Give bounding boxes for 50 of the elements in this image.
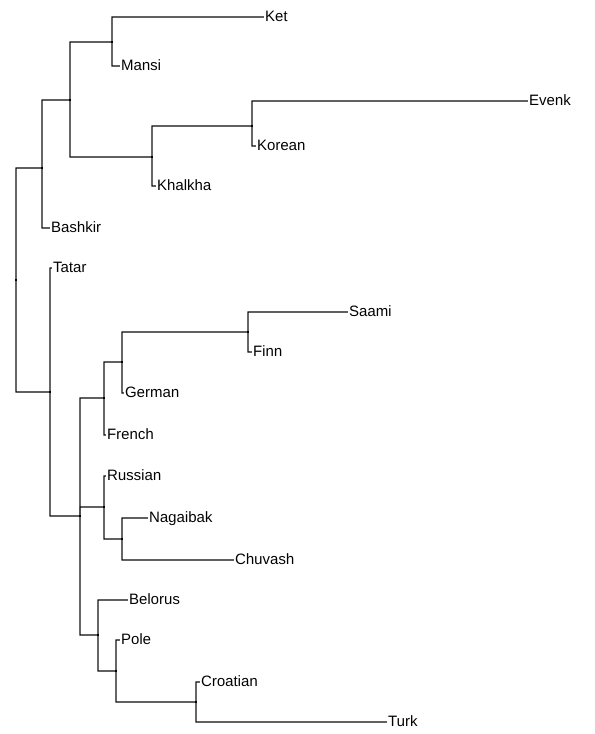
tree-branch — [151, 157, 156, 187]
leaf-label: Evenk — [528, 92, 572, 110]
tree-branch — [151, 125, 251, 157]
tree-branch — [49, 392, 79, 517]
tree-branch — [97, 599, 128, 635]
tree-branch — [111, 42, 120, 67]
leaf-label: Ket — [264, 8, 289, 26]
tree-branch — [195, 702, 387, 723]
tree-branch — [121, 362, 124, 394]
tree-branch — [103, 507, 121, 540]
tree-branch — [103, 475, 106, 507]
tree-branch — [79, 506, 103, 516]
tree-branch — [103, 361, 121, 398]
leaf-label: Russian — [106, 467, 162, 485]
tree-branch — [79, 516, 97, 636]
tree-branch — [41, 168, 50, 229]
leaf-label: Nagaibak — [148, 509, 214, 527]
leaf-label: Finn — [252, 343, 284, 361]
tree-branch — [115, 671, 195, 703]
leaf-label: Turk — [387, 713, 418, 731]
leaf-label: Bashkir — [50, 219, 102, 237]
tree-branch — [69, 41, 111, 100]
tree-branch — [251, 126, 256, 147]
tree-branch — [121, 539, 234, 561]
leaf-label: German — [124, 384, 180, 402]
leaf-label: French — [106, 426, 155, 444]
tree-branch — [121, 331, 247, 362]
leaf-label: Mansi — [120, 57, 162, 75]
leaf-label: Pole — [120, 631, 152, 649]
leaf-label: Tatar — [52, 259, 88, 277]
leaf-label: Saami — [348, 303, 393, 321]
tree-branch — [251, 100, 528, 126]
leaf-label: Korean — [256, 137, 306, 155]
tree-branch — [49, 267, 52, 392]
leaf-label: Chuvash — [234, 551, 296, 569]
tree-branch — [247, 332, 252, 353]
tree-branch — [41, 99, 69, 168]
tree-branch — [69, 100, 151, 158]
leaf-label: Croatian — [200, 673, 259, 691]
tree-branch — [15, 167, 41, 280]
tree-branch — [111, 16, 264, 42]
tree-branch — [121, 517, 148, 539]
leaf-label: Khalkha — [156, 177, 212, 195]
tree-branch — [15, 280, 49, 393]
tree-branch — [195, 681, 200, 702]
tree-branch — [103, 398, 106, 436]
tree-branch — [97, 635, 115, 672]
tree-branch — [115, 639, 120, 671]
tree-branch — [247, 311, 348, 332]
leaf-label: Belorus — [128, 591, 181, 609]
